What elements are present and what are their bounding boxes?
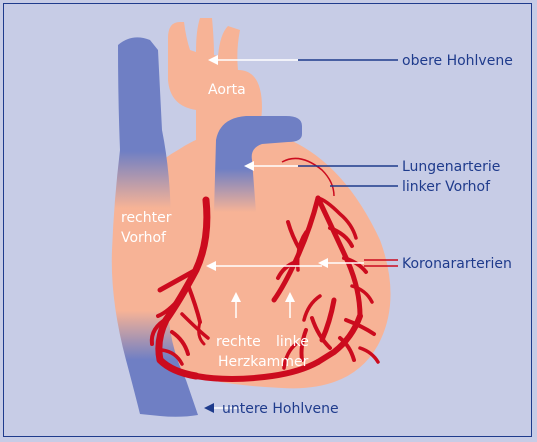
label-vorhof: Vorhof [121,230,167,246]
label-linke: linke [276,334,309,350]
label-rechte: rechte [216,334,261,350]
arrow-untere-hohlvene [204,403,214,413]
label-untere-hohlvene: untere Hohlvene [222,401,339,417]
label-linker-vorhof: linker Vorhof [402,179,491,195]
label-lungenarterie: Lungenarterie [402,159,500,175]
label-obere-hohlvene: obere Hohlvene [402,53,513,69]
label-aorta: Aorta [208,82,246,98]
label-koronararterien: Koronararterien [402,256,512,272]
label-herzkammer: Herzkammer [218,354,309,370]
label-rechter: rechter [121,210,172,226]
